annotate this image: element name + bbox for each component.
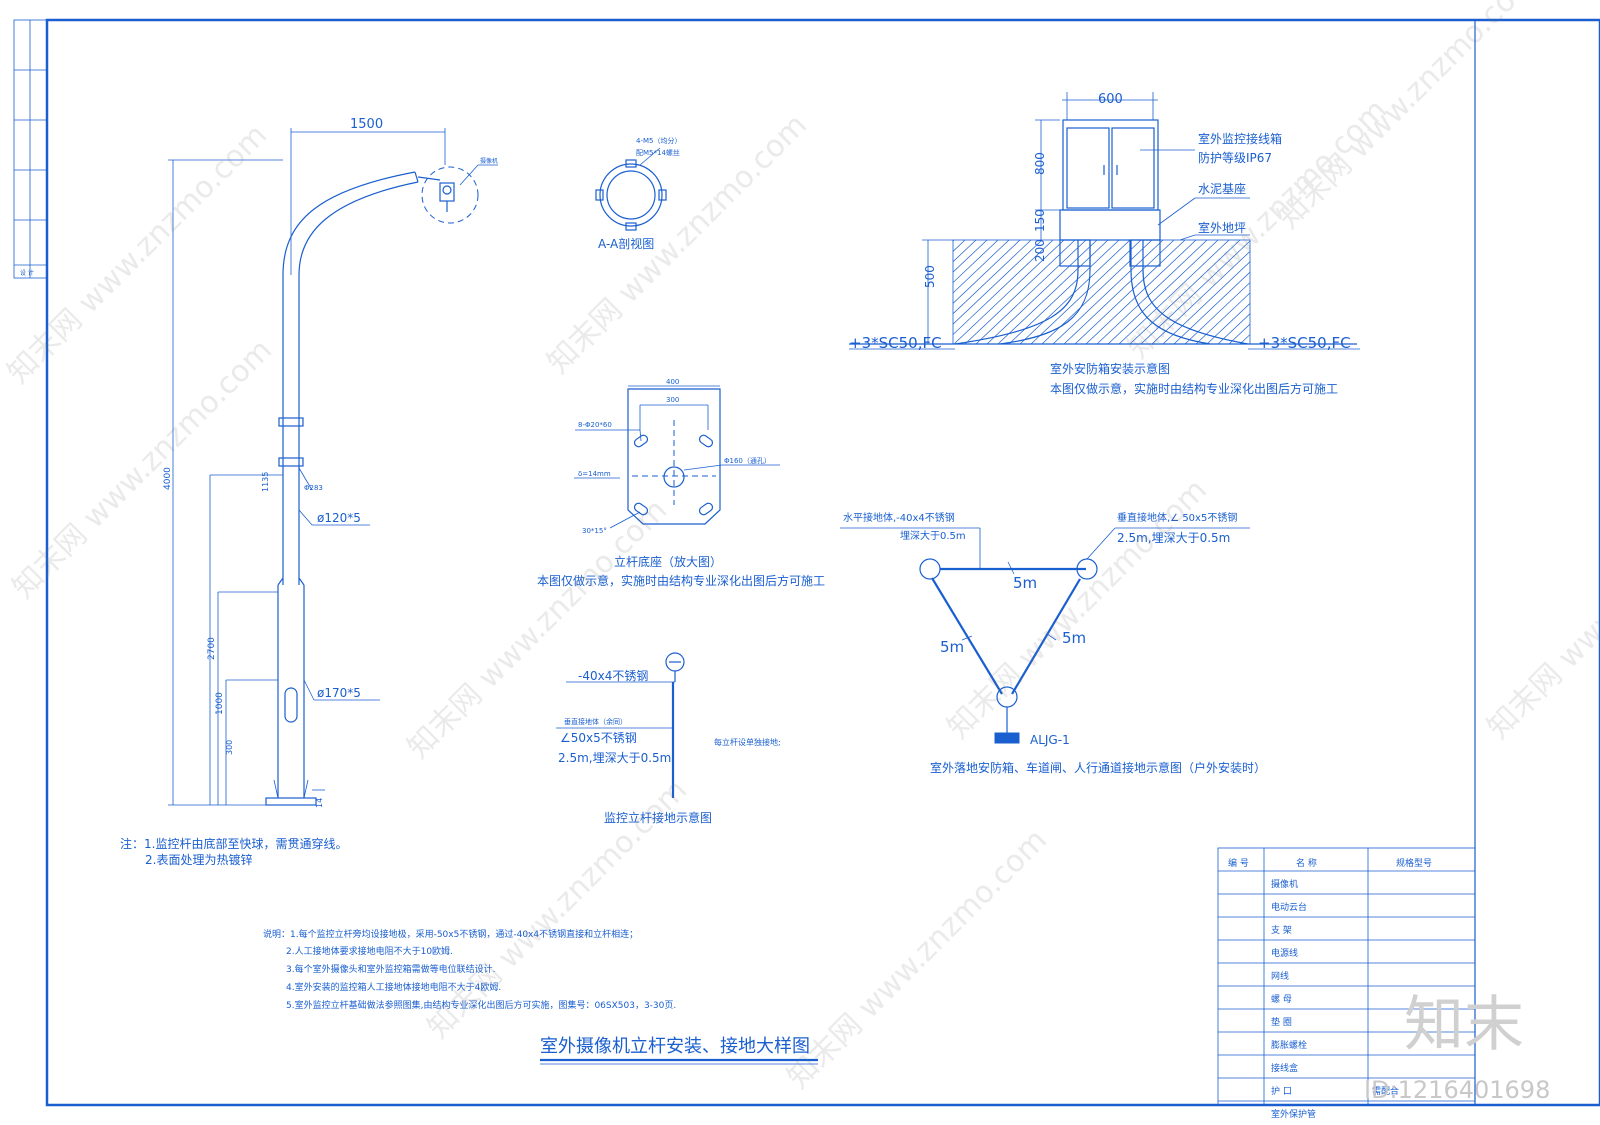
bp-bolts: 8-Φ20*60 <box>578 421 612 429</box>
box-dim-depth: 200 <box>1033 239 1047 262</box>
box-pipe-right: +3*SC50,FC <box>1258 334 1351 352</box>
pg-flat-steel: -40x4不锈钢 <box>578 669 648 683</box>
note-left-2: 2.表面处理为热镀锌 <box>145 853 252 867</box>
note-main-5: 5.室外监控立杆基础做法参照图集,由结构专业深化出图后方可实施，图集号：06SX… <box>286 999 676 1011</box>
table-header-no: 编 号 <box>1228 857 1249 869</box>
bp-title: 立杆底座（放大图） <box>614 554 722 569</box>
aa-note-2: 配M5*14螺丝 <box>636 148 680 157</box>
logo-text: 知末 <box>1404 990 1524 1060</box>
box-label: 室外监控接线箱 <box>1198 131 1282 146</box>
tri-v-label-2: 2.5m,埋深大于0.5m <box>1117 531 1230 545</box>
table-row-name: 膨胀螺栓 <box>1271 1039 1307 1051</box>
pg-vertical-1: 垂直接地体（余同） <box>564 717 627 726</box>
dim-base2: 300 <box>225 740 234 755</box>
drawing-title: 室外摄像机立杆安装、接地大样图 <box>540 1036 810 1057</box>
pg-vertical-2: ∠50x5不锈钢 <box>560 731 637 745</box>
tri-side-left: 5m <box>940 638 964 656</box>
pg-side-note: 每立杆设单独接地; <box>714 737 781 747</box>
base-plate-detail: 400 300 8-Φ20*60 δ=14mm Φ160（通孔） 30*15° … <box>537 378 825 588</box>
tri-v-label-1: 垂直接地体,∠ 50x5不锈钢 <box>1117 511 1237 524</box>
note-left-1: 注：1.监控杆由底部至快球，需贯通穿线。 <box>120 836 347 851</box>
tri-title: 室外落地安防箱、车道闸、人行通道接地示意图（户外安装时） <box>930 760 1266 775</box>
camera-dome-icon <box>417 166 479 224</box>
dim-upper: 1135 <box>261 472 270 492</box>
table-row-name: 垫 圈 <box>1271 1016 1292 1028</box>
dim-foot: 14 <box>315 798 324 808</box>
watermark-id: ID:1216401698 <box>1364 1076 1550 1104</box>
box-note: 本图仅做示意，实施时由结构专业深化出图后方可施工 <box>1050 381 1338 396</box>
pole-elevation: 1500 4000 1135 2700 1000 300 14 摄像机 Φ283… <box>163 117 498 808</box>
box-dim-width: 600 <box>1098 92 1123 107</box>
box-base-label: 水泥基座 <box>1198 181 1246 196</box>
bp-hole: Φ160（通孔） <box>724 456 771 465</box>
dim-base1: 1000 <box>215 692 225 715</box>
table-row-name: 室外保护管 <box>1271 1108 1316 1120</box>
tri-h-label-2: 埋深大于0.5m <box>900 529 966 542</box>
triangle-ground-diagram: ALJG-1 5m 5m 5m 水平接地体,-40x4不锈钢 埋深大于0.5m … <box>840 511 1266 775</box>
pipe-upper-label: ø120*5 <box>317 511 361 525</box>
table-row-name: 护 口 <box>1271 1085 1292 1097</box>
drawing-frame: 设 计 <box>13 18 1600 1107</box>
pole-ground-diagram: -40x4不锈钢 垂直接地体（余同） ∠50x5不锈钢 2.5m,埋深大于0.5… <box>556 652 781 825</box>
frame-strip-label: 设 计 <box>20 269 34 277</box>
table-row-name: 电源线 <box>1271 947 1298 959</box>
pipe-lower-label: ø170*5 <box>317 686 361 700</box>
bp-angle: 30*15° <box>582 527 607 535</box>
box-dim-soil: 500 <box>923 265 937 288</box>
bp-note: 本图仅做示意，实施时由结构专业深化出图后方可施工 <box>537 573 825 588</box>
box-pipe-left: +3*SC50,FC <box>849 334 942 352</box>
bp-thickness: δ=14mm <box>578 470 611 478</box>
table-row-note: 需配合 <box>1372 1085 1399 1097</box>
outdoor-box-section: 600 800 150 200 500 +3*SC50,FC +3*SC <box>849 92 1360 396</box>
pg-title: 监控立杆接地示意图 <box>604 810 712 825</box>
aa-title: A-A剖视图 <box>598 236 654 251</box>
table-row-name: 摄像机 <box>1271 878 1298 890</box>
dim-height: 4000 <box>163 467 173 490</box>
box-dim-height: 800 <box>1033 152 1047 175</box>
bp-dim-inner: 300 <box>666 396 679 404</box>
table-header-spec: 规格型号 <box>1396 857 1432 869</box>
table-row-name: 接线盒 <box>1271 1062 1298 1074</box>
table-row-name: 电动云台 <box>1271 901 1307 913</box>
table-header-name: 名 称 <box>1296 857 1317 869</box>
table-row-name: 网线 <box>1271 970 1289 982</box>
box-title: 室外安防箱安装示意图 <box>1050 361 1170 376</box>
aa-note-1: 4-M5（均分） <box>636 136 681 145</box>
table-row-name: 支 架 <box>1271 924 1292 936</box>
dim-mid: 2700 <box>207 637 217 660</box>
ring-label: Φ283 <box>304 484 323 492</box>
tri-h-label-1: 水平接地体,-40x4不锈钢 <box>843 511 955 524</box>
pg-vertical-3: 2.5m,埋深大于0.5m <box>558 751 671 765</box>
note-main-2: 2.人工接地体要求接地电阻不大于10欧姆. <box>286 945 453 957</box>
section-aa: 4-M5（均分） 配M5*14螺丝 A-A剖视图 <box>595 136 681 251</box>
bp-dim-outer: 400 <box>666 378 679 386</box>
soil-hatch <box>953 240 1250 344</box>
tri-side-top: 5m <box>1013 574 1037 592</box>
box-ground-label: 室外地坪 <box>1198 220 1246 235</box>
table-row-name: 螺 母 <box>1271 994 1292 1005</box>
camera-label: 摄像机 <box>480 157 498 165</box>
note-main-1: 说明：1.每个监控立杆旁均设接地极，采用-50x5不锈钢，通过-40x4不锈钢直… <box>263 928 638 940</box>
box-ip: 防护等级IP67 <box>1198 150 1272 165</box>
tri-side-right: 5m <box>1062 629 1086 647</box>
dim-arm: 1500 <box>350 117 383 132</box>
main-notes: 说明：1.每个监控立杆旁均设接地极，采用-50x5不锈钢，通过-40x4不锈钢直… <box>263 928 676 1011</box>
logo-watermark: 知末 ID:1216401698 <box>1364 990 1550 1104</box>
tri-node: ALJG-1 <box>1030 733 1070 747</box>
box-dim-base: 150 <box>1033 209 1047 232</box>
note-main-4: 4.室外安装的监控箱人工接地体接地电阻不大于4欧姆. <box>286 981 501 993</box>
note-main-3: 3.每个室外摄像头和室外监控箱需做等电位联结设计. <box>286 963 495 975</box>
